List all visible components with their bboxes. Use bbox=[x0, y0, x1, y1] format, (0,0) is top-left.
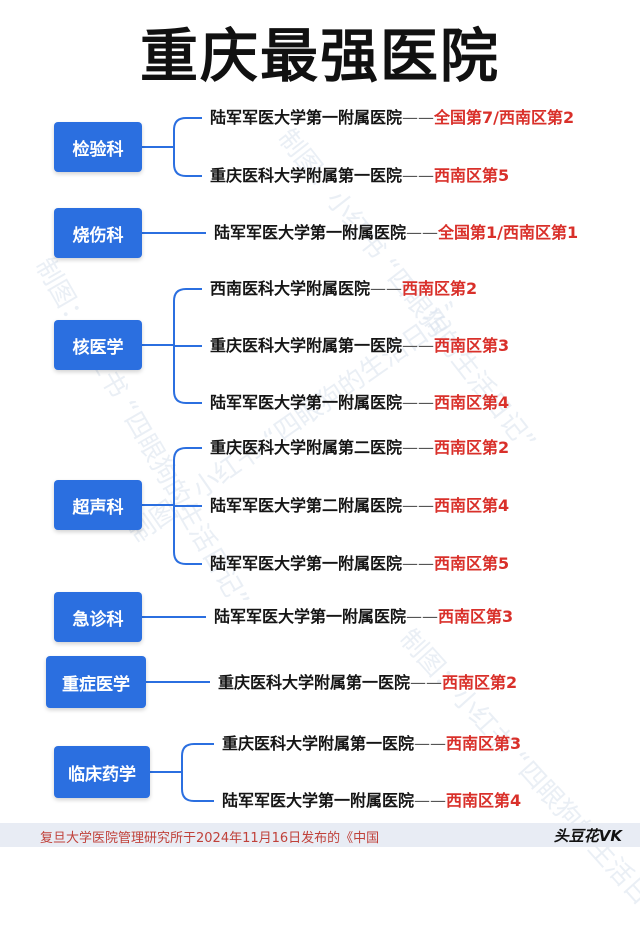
rank-label: 西南区第4 bbox=[434, 496, 510, 515]
connector-branch bbox=[173, 117, 202, 177]
hospital-name: 陆军军医大学第一附属医院 bbox=[210, 393, 403, 412]
hospital-entry: 重庆医科大学附属第二医院——西南区第2 bbox=[210, 438, 509, 458]
connector-lines bbox=[142, 117, 214, 802]
rank-label: 西南区第2 bbox=[402, 279, 478, 298]
department-box: 重症医学 bbox=[46, 656, 146, 708]
hospital-name: 西南医科大学附属医院 bbox=[210, 279, 371, 298]
hospital-entry: 陆军军医大学第一附属医院——西南区第5 bbox=[210, 554, 509, 574]
hospital-entry: 陆军军医大学第一附属医院——全国第7/西南区第2 bbox=[210, 108, 574, 128]
separator: —— bbox=[402, 554, 435, 573]
connector-branch bbox=[181, 743, 214, 802]
rank-label: 西南区第5 bbox=[434, 554, 510, 573]
separator: —— bbox=[402, 108, 435, 127]
hospital-name: 重庆医科大学附属第一医院 bbox=[210, 336, 403, 355]
hospital-name: 陆军军医大学第一附属医院 bbox=[214, 607, 407, 626]
hospital-entry: 重庆医科大学附属第一医院——西南区第5 bbox=[210, 166, 509, 186]
rank-label: 全国第7/西南区第2 bbox=[434, 108, 575, 127]
footer-logo: 头豆花VK bbox=[553, 827, 622, 845]
department-box: 烧伤科 bbox=[54, 208, 142, 258]
hospital-name: 重庆医科大学附属第一医院 bbox=[210, 166, 403, 185]
rank-label: 西南区第3 bbox=[446, 734, 522, 753]
rank-label: 全国第1/西南区第1 bbox=[438, 223, 579, 242]
hospital-name: 陆军军医大学第一附属医院 bbox=[214, 223, 407, 242]
hospital-name: 重庆医科大学附属第一医院 bbox=[218, 673, 411, 692]
separator: —— bbox=[414, 734, 447, 753]
hospital-name: 陆军军医大学第二附属医院 bbox=[210, 496, 403, 515]
separator: —— bbox=[410, 673, 443, 692]
hospital-name: 重庆医科大学附属第二医院 bbox=[210, 438, 403, 457]
department-box: 临床药学 bbox=[54, 746, 150, 798]
rank-label: 西南区第4 bbox=[434, 393, 510, 412]
department-box: 检验科 bbox=[54, 122, 142, 172]
separator: —— bbox=[402, 336, 435, 355]
hospital-entry: 陆军军医大学第一附属医院——西南区第3 bbox=[214, 607, 513, 627]
rank-label: 西南区第5 bbox=[434, 166, 510, 185]
department-box: 急诊科 bbox=[54, 592, 142, 642]
footer-source-text: 复旦大学医院管理研究所于2024年11月16日发布的《中国 bbox=[40, 831, 380, 846]
separator: —— bbox=[414, 791, 447, 810]
department-box: 核医学 bbox=[54, 320, 142, 370]
separator: —— bbox=[406, 223, 439, 242]
rank-label: 西南区第3 bbox=[438, 607, 514, 626]
department-box: 超声科 bbox=[54, 480, 142, 530]
hospital-entry: 陆军军医大学第一附属医院——西南区第4 bbox=[222, 791, 521, 811]
hospital-entry: 重庆医科大学附属第一医院——西南区第3 bbox=[222, 734, 521, 754]
separator: —— bbox=[402, 496, 435, 515]
rank-label: 西南区第2 bbox=[442, 673, 518, 692]
separator: —— bbox=[370, 279, 403, 298]
footer-bar: 复旦大学医院管理研究所于2024年11月16日发布的《中国 头豆花VK bbox=[0, 823, 640, 847]
hospital-name: 陆军军医大学第一附属医院 bbox=[210, 108, 403, 127]
separator: —— bbox=[402, 166, 435, 185]
hospital-name: 重庆医科大学附属第一医院 bbox=[222, 734, 415, 753]
hospital-entry: 陆军军医大学第一附属医院——西南区第4 bbox=[210, 393, 509, 413]
hospital-entry: 西南医科大学附属医院——西南区第2 bbox=[210, 279, 477, 299]
page-title: 重庆最强医院 bbox=[139, 22, 500, 90]
hospital-name: 陆军军医大学第一附属医院 bbox=[210, 554, 403, 573]
separator: —— bbox=[402, 438, 435, 457]
rank-label: 西南区第4 bbox=[446, 791, 522, 810]
hospital-entry: 重庆医科大学附属第一医院——西南区第2 bbox=[218, 673, 517, 693]
separator: —— bbox=[406, 607, 439, 626]
rank-label: 西南区第3 bbox=[434, 336, 510, 355]
hospital-entry: 重庆医科大学附属第一医院——西南区第3 bbox=[210, 336, 509, 356]
separator: —— bbox=[402, 393, 435, 412]
hospital-entry: 陆军军医大学第二附属医院——西南区第4 bbox=[210, 496, 509, 516]
hospital-name: 陆军军医大学第一附属医院 bbox=[222, 791, 415, 810]
rank-label: 西南区第2 bbox=[434, 438, 510, 457]
hospital-entry: 陆军军医大学第一附属医院——全国第1/西南区第1 bbox=[214, 223, 578, 243]
